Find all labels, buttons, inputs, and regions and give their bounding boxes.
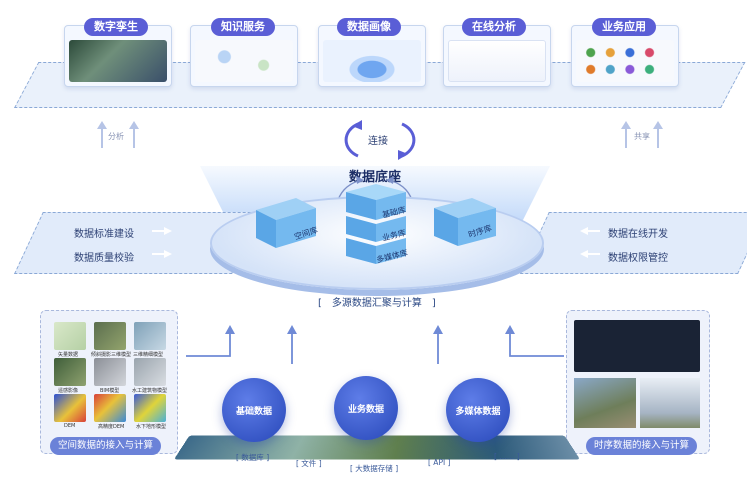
app-label-online-analysis: 在线分析 [462,18,526,36]
tile-hidem-caption: 高精度DEM [98,424,125,430]
business-cube-icon [346,216,406,242]
knowledge-graph-icon [195,40,293,82]
tile-bim [94,358,126,386]
core-title: 数据底座 [349,170,402,185]
app-grid-icon [576,40,674,82]
base-data-node[interactable]: 基础数据 [222,378,286,442]
dashboard-icon [448,40,546,82]
data-portrait-icon [323,40,421,82]
aggregate-label: [ 多源数据汇聚与计算 ] [318,298,436,309]
app-label-knowledge: 知识服务 [211,18,275,36]
share-label: 共享 [634,132,650,141]
site-photo-2 [640,378,700,428]
multimedia-data-node[interactable]: 多媒体数据 [446,378,510,442]
data-quality-text: 数据质量校验 [74,253,134,264]
app-label-data-portrait: 数据画像 [337,18,401,36]
tile-oblique-caption: 倾斜摄影三维模型 [91,352,132,358]
storage-tag-database: [ 数据库 ] [236,453,270,462]
right-governance-band [520,212,747,274]
storage-tag-file: [ 文件 ] [296,459,322,468]
data-standard-text: 数据标准建设 [74,229,134,240]
tile-underwater [134,394,166,422]
right-band-arrows-icon [580,227,600,258]
spatial-panel-label: 空间数据的接入与计算 [50,437,162,455]
monitoring-dashboard [574,320,700,372]
share-arrow-icon [621,121,663,148]
temporal-cube-icon [434,198,496,246]
analysis-arrow-icon [97,121,139,148]
tile-vector [54,322,86,350]
tile-remote-caption: 遥感影像 [58,388,79,394]
connect-label: 连接 [368,136,388,147]
tile-hidem [94,394,126,422]
tile-hydro [134,358,166,386]
tile-vector-caption: 矢量数据 [58,352,79,358]
tile-dem [54,394,86,422]
site-photo-1 [574,378,636,428]
database-cubes [256,184,496,264]
tile-hydro-caption: 水工建筑物模型 [132,388,168,394]
temporal-panel-label: 时序数据的接入与计算 [586,437,698,455]
storage-tag-more: [ …… ] [494,452,520,461]
base-cube-icon [346,184,406,220]
digital-twin-icon [69,40,167,82]
storage-tag-bigdata: [ 大数据存储 ] [350,464,399,473]
online-dev-text: 数据在线开发 [608,229,668,240]
connect-cycle-icon [344,120,416,160]
tile-underwater-caption: 水下地形模型 [136,424,167,430]
business-data-node[interactable]: 业务数据 [334,376,398,440]
tile-bim-caption: BIM模型 [100,388,120,394]
analysis-label: 分析 [108,132,124,141]
tile-fine3d-caption: 三维精细模型 [133,352,164,358]
app-card-data-portrait[interactable] [318,25,426,87]
tile-remote [54,358,86,386]
storage-tag-api: [ API ] [428,458,451,467]
tile-oblique [94,322,126,350]
spatial-cube-icon [256,198,316,248]
app-label-business-apps: 业务应用 [592,18,656,36]
tile-dem-caption: DEM [64,423,76,429]
app-label-digital-twin: 数字孪生 [84,18,148,36]
left-band-arrows-icon [152,227,172,258]
tile-fine3d [134,322,166,350]
app-card-knowledge[interactable] [190,25,298,87]
multimedia-cube-icon [346,238,406,264]
source-flow-arrows [186,325,564,364]
permission-text: 数据权限管控 [608,253,668,264]
